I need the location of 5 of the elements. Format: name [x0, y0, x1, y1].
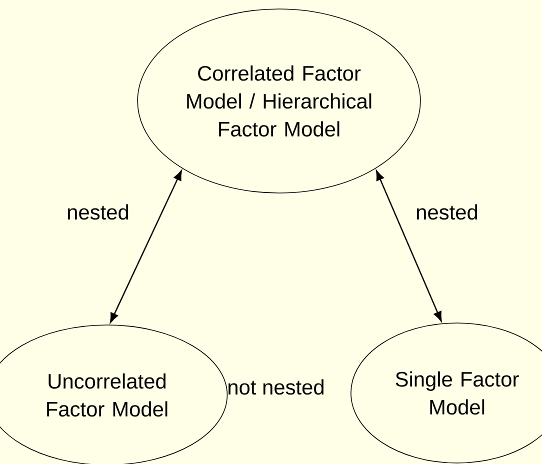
- double-arrow: [110, 170, 182, 323]
- double-arrow: [376, 170, 442, 322]
- edge-label: nested: [68, 204, 128, 220]
- relation-label: not nested: [228, 379, 324, 395]
- edge-label: nested: [416, 204, 478, 220]
